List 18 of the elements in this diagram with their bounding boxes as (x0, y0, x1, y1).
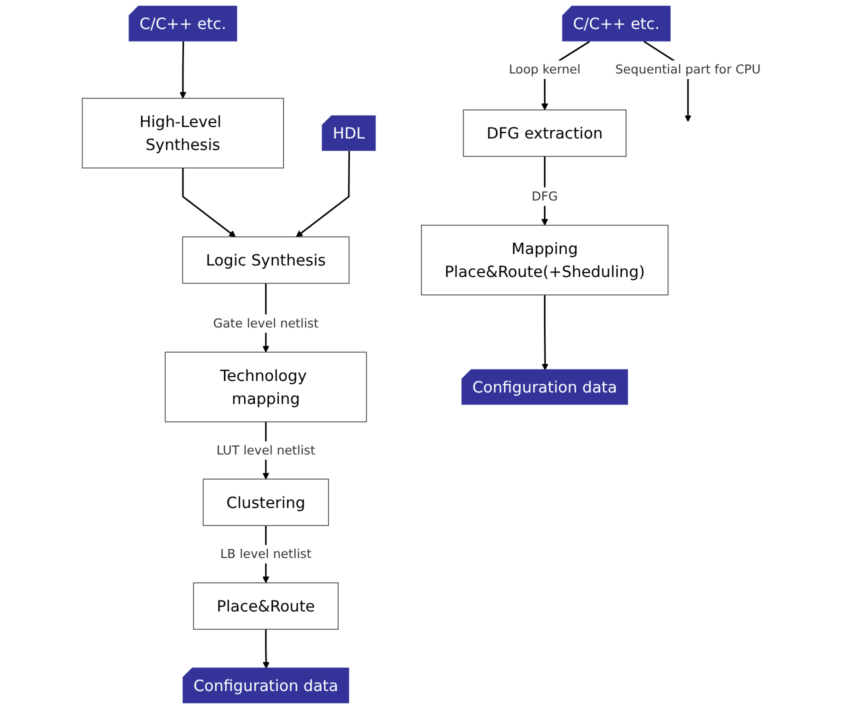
edge-label: LB level netlist (220, 546, 312, 562)
node-box: High-Level Synthesis (82, 98, 284, 168)
arrow (182, 168, 236, 238)
node-box: Mapping Place&Route(+Sheduling) (421, 224, 668, 296)
node-box: DFG extraction (463, 110, 626, 157)
edge-label: Sequential part for CPU (615, 62, 761, 77)
edge-label: LUT level netlist (216, 442, 316, 458)
edge-label: Gate level netlist (213, 316, 319, 331)
edge-label: DFG (532, 188, 558, 204)
arrow (296, 150, 350, 238)
node-box: Technology mapping (164, 352, 367, 422)
arrow (180, 41, 186, 99)
arrow (262, 629, 270, 669)
node-box: Logic Synthesis (182, 236, 350, 284)
edge-label: Loop kernel (508, 62, 581, 77)
node-box: Clustering (202, 478, 329, 526)
node-box: Place&Route (193, 582, 339, 630)
arrow (542, 294, 548, 370)
